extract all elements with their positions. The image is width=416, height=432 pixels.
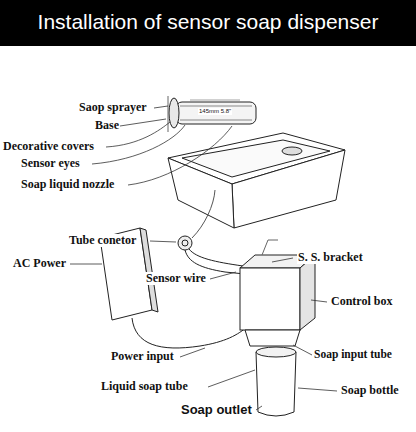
part-label: Power input bbox=[110, 350, 175, 363]
part-label: Soap outlet bbox=[180, 403, 253, 417]
part-label: Sensor eyes bbox=[20, 157, 81, 170]
title-text: Installation of sensor soap dispenser bbox=[38, 10, 379, 34]
part-label: Soap input tube bbox=[313, 348, 393, 361]
part-label: Tube conetor bbox=[68, 234, 137, 247]
part-label: Saop sprayer bbox=[78, 101, 148, 114]
part-label: Soap bottle bbox=[340, 384, 400, 397]
part-label: Base bbox=[94, 119, 120, 132]
part-label: Decorative covers bbox=[2, 140, 95, 153]
part-label: Soap liquid nozzle bbox=[20, 178, 115, 191]
part-label: S. S. bracket bbox=[297, 251, 364, 264]
part-label: Sensor wire bbox=[145, 272, 207, 285]
part-label: Control box bbox=[330, 295, 393, 308]
dimension-label: 145mm 5.8" bbox=[198, 108, 232, 115]
part-label: AC Power bbox=[12, 257, 67, 270]
part-label: Liquid soap tube bbox=[100, 380, 189, 393]
